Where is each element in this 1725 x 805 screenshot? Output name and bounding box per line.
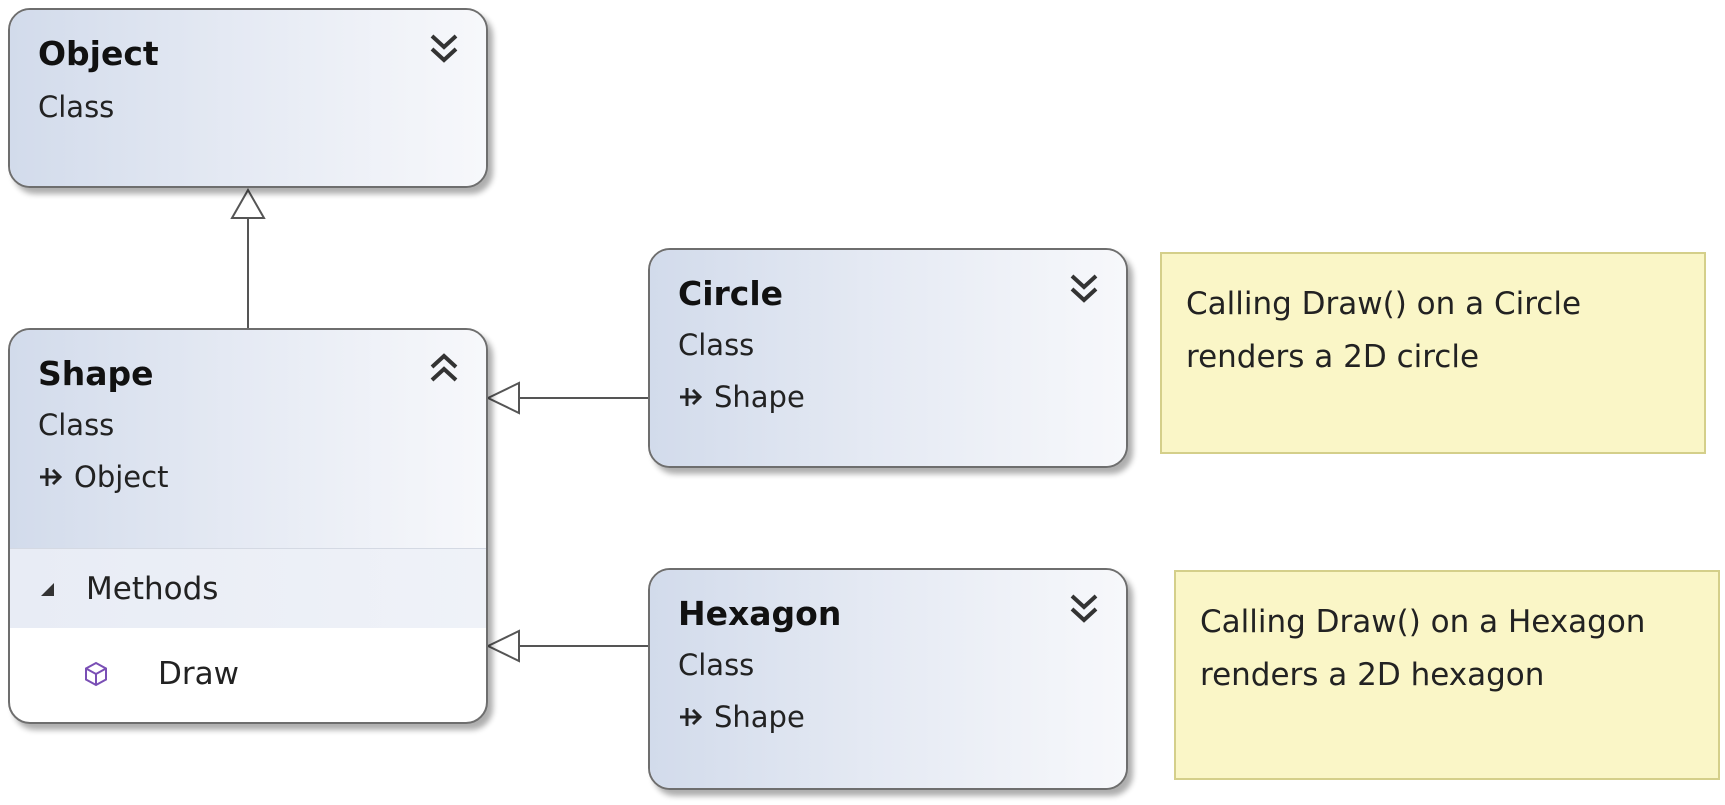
- class-name: Circle: [678, 274, 784, 313]
- class-name: Object: [38, 34, 159, 73]
- inheritance-connector-hexagon-shape: [485, 629, 648, 663]
- class-base-name: Object: [74, 460, 169, 494]
- class-name: Shape: [38, 354, 154, 393]
- double-chevron-down-icon[interactable]: [428, 32, 460, 66]
- double-chevron-down-icon[interactable]: [1068, 272, 1100, 306]
- comment-note-circle[interactable]: Calling Draw() on a Circle renders a 2D …: [1160, 252, 1706, 454]
- class-base-name: Shape: [714, 700, 805, 734]
- triangle-expander-icon[interactable]: [38, 580, 56, 598]
- class-shape[interactable]: Shape Class Object Methods Draw: [8, 328, 488, 724]
- class-kind: Class: [38, 408, 115, 442]
- comment-note-text: Calling Draw() on a Circle renders a 2D …: [1186, 286, 1582, 375]
- class-shape-header: Shape Class Object: [10, 330, 486, 548]
- class-object[interactable]: Object Class: [8, 8, 488, 188]
- comment-note-text: Calling Draw() on a Hexagon renders a 2D…: [1200, 604, 1646, 693]
- class-name: Hexagon: [678, 594, 842, 633]
- class-kind: Class: [38, 90, 115, 124]
- class-base-name: Shape: [714, 380, 805, 414]
- method-name: Draw: [158, 656, 239, 692]
- class-hexagon[interactable]: Hexagon Class Shape: [648, 568, 1128, 790]
- double-chevron-down-icon[interactable]: [1068, 592, 1100, 626]
- method-row-draw[interactable]: Draw: [10, 628, 486, 720]
- class-hexagon-header: Hexagon Class Shape: [650, 570, 1126, 788]
- method-cube-icon: [85, 661, 107, 687]
- inheritance-arrow-icon: [680, 388, 703, 406]
- inheritance-connector-shape-object: [230, 187, 266, 330]
- double-chevron-up-icon[interactable]: [428, 352, 460, 386]
- class-base: Shape: [678, 698, 1126, 736]
- inheritance-arrow-icon: [680, 708, 703, 726]
- inheritance-connector-circle-shape: [485, 381, 648, 415]
- inheritance-arrow-icon: [40, 468, 63, 486]
- methods-section-header[interactable]: Methods: [10, 548, 486, 628]
- class-object-header: Object Class: [10, 10, 486, 186]
- class-kind: Class: [678, 328, 755, 362]
- class-base: Shape: [678, 378, 1126, 416]
- class-circle-header: Circle Class Shape: [650, 250, 1126, 466]
- methods-label: Methods: [86, 570, 219, 607]
- class-base: Object: [38, 458, 486, 496]
- comment-note-hexagon[interactable]: Calling Draw() on a Hexagon renders a 2D…: [1174, 570, 1720, 780]
- class-kind: Class: [678, 648, 755, 682]
- class-circle[interactable]: Circle Class Shape: [648, 248, 1128, 468]
